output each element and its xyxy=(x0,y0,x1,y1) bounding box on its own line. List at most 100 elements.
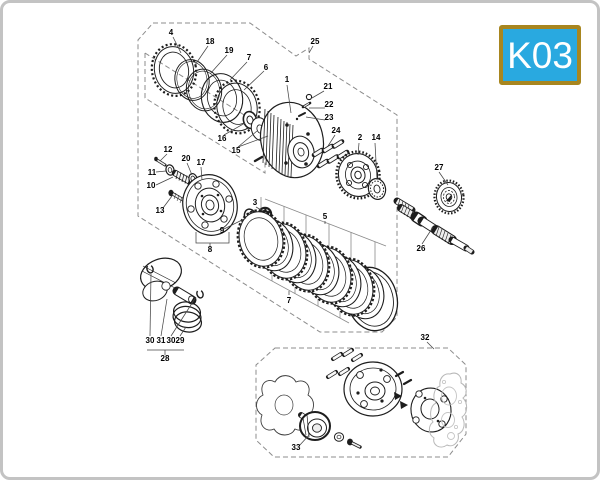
part-shape xyxy=(174,59,210,101)
part-shape xyxy=(281,120,285,175)
part-shape xyxy=(304,245,354,305)
leader-line xyxy=(374,142,378,181)
plate-order-rail xyxy=(264,198,387,247)
plate-order-rail xyxy=(249,268,350,324)
part-shape xyxy=(185,68,223,112)
part-shape xyxy=(154,156,158,162)
part-shape xyxy=(200,194,204,198)
part-shape xyxy=(380,399,384,403)
leader-line xyxy=(159,153,168,162)
part-shape xyxy=(441,379,446,384)
part-shape xyxy=(181,173,185,183)
part-shape xyxy=(284,161,288,165)
part-label-15: 15 xyxy=(232,146,241,155)
leader-line xyxy=(170,296,197,337)
part-shape xyxy=(327,370,337,379)
part-shape xyxy=(345,179,353,187)
part-shape xyxy=(219,209,223,213)
leader-line xyxy=(438,171,449,186)
part-shape xyxy=(354,170,362,180)
part-shape xyxy=(312,423,322,433)
part-shape xyxy=(438,228,443,239)
part-shape xyxy=(306,132,310,136)
part-shape xyxy=(307,418,327,438)
part-shape xyxy=(146,264,154,274)
part-shape xyxy=(373,184,381,194)
part-shape xyxy=(343,348,353,357)
leader-line xyxy=(186,162,193,176)
part-shape xyxy=(175,287,194,304)
part-label-11: 11 xyxy=(148,168,157,177)
leader-line xyxy=(229,61,248,81)
page-code-badge[interactable]: K03 xyxy=(499,25,581,85)
part-shape xyxy=(338,150,348,159)
part-shape xyxy=(435,226,440,237)
part-shape xyxy=(184,175,188,184)
part-shape xyxy=(236,209,286,269)
part-shape xyxy=(415,390,423,398)
part-shape xyxy=(194,187,226,223)
part-label-23: 23 xyxy=(325,113,334,122)
part-shape xyxy=(383,375,391,383)
part-shape xyxy=(433,179,465,215)
part-shape xyxy=(360,400,368,408)
part-shape xyxy=(403,206,408,216)
part-shape xyxy=(142,265,177,284)
part-shape xyxy=(450,237,468,251)
part-shape xyxy=(201,212,205,216)
part-label-26: 26 xyxy=(417,244,426,253)
part-label-18: 18 xyxy=(206,37,215,46)
part-shape xyxy=(275,116,279,172)
part-shape xyxy=(447,432,455,440)
part-shape xyxy=(222,89,252,125)
part-shape xyxy=(194,182,202,190)
part-label-10: 10 xyxy=(147,181,156,190)
part-shape xyxy=(175,170,179,180)
part-shape xyxy=(412,416,420,424)
part-label-32: 32 xyxy=(421,333,430,342)
part-shape xyxy=(351,442,361,448)
part-shape xyxy=(268,112,272,168)
part-shape xyxy=(400,401,408,409)
part-shape xyxy=(156,159,166,166)
part-shape xyxy=(305,93,313,101)
leader-line xyxy=(421,226,434,245)
part-shape xyxy=(253,155,264,163)
part-shape xyxy=(364,381,386,401)
part-shape xyxy=(292,142,310,162)
part-shape xyxy=(216,82,258,132)
part-shape xyxy=(406,208,411,218)
part-shape xyxy=(394,370,405,378)
part-shape xyxy=(323,144,333,153)
part-shape xyxy=(441,412,455,428)
part-label-7: 7 xyxy=(287,296,292,305)
part-shape xyxy=(187,205,195,213)
leader-line xyxy=(237,135,269,148)
part-shape xyxy=(443,190,455,204)
part-label-14: 14 xyxy=(372,133,381,142)
part-shape xyxy=(441,230,446,241)
part-shape xyxy=(265,110,269,166)
part-shape xyxy=(201,221,209,229)
part-shape xyxy=(150,43,198,97)
leader-line xyxy=(223,217,247,230)
leader-line xyxy=(311,90,325,99)
part-label-12: 12 xyxy=(164,145,173,154)
part-label-21: 21 xyxy=(324,82,333,91)
part-shape xyxy=(297,147,305,157)
leader-line xyxy=(155,176,174,186)
part-shape xyxy=(274,394,294,416)
part-shape xyxy=(333,140,343,148)
part-shape xyxy=(176,194,180,202)
part-shape xyxy=(335,150,381,200)
part-shape xyxy=(457,399,462,404)
leader-line xyxy=(298,433,311,447)
part-shape xyxy=(343,361,403,417)
part-shape xyxy=(446,194,452,202)
part-shape xyxy=(333,432,345,442)
part-shape xyxy=(281,233,331,293)
leader-line xyxy=(179,326,187,337)
part-label-25: 25 xyxy=(311,37,320,46)
part-shape xyxy=(285,123,289,127)
part-shape xyxy=(158,51,190,89)
